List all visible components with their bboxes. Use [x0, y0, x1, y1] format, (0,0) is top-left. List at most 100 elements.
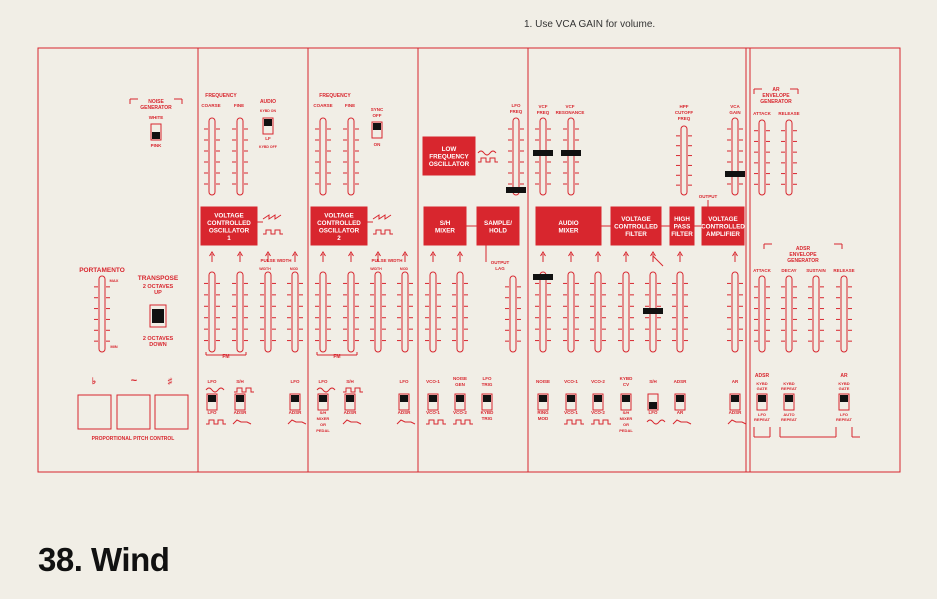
- mod-label-2: MOD: [400, 267, 409, 271]
- vco2-pw-lfo-label: LFO: [400, 379, 409, 384]
- lfo-block-text: OSCILLATOR: [429, 161, 470, 168]
- vcf-freq-slider-knob: [533, 150, 553, 156]
- vcf-switch-3-lever: [676, 395, 684, 402]
- audio-mixer-block-text: AUDIO: [558, 220, 578, 227]
- sh-kybd-trig-label: TRIG: [482, 416, 493, 421]
- vcf-shm-label: S/H: [623, 410, 630, 415]
- output-lag-slider: [509, 275, 517, 353]
- noise-generator-label: NOISE: [148, 99, 164, 105]
- vco1-sh-label: S/H: [236, 379, 244, 384]
- pulse-width-label: PULSE WIDTH: [261, 258, 292, 263]
- ppc-pad-left: [77, 394, 112, 430]
- lfo-freq-label: LFO: [512, 103, 521, 108]
- transpose-switch: [149, 304, 167, 328]
- vco2-fm-switch-1-lever: [319, 395, 327, 402]
- noise-color-switch-lever: [152, 132, 160, 139]
- vco1-fm-switch-1-lever: [208, 395, 216, 402]
- mixer-switch-2: [565, 393, 577, 411]
- hpf-block-text: FILTER: [671, 231, 693, 238]
- output-lag-label: OUTPUT: [491, 260, 510, 265]
- vco1-mod-slider-1: [236, 271, 244, 353]
- sh-noise-label: GEN: [455, 382, 465, 387]
- octaves-up-label: 2 OCTAVES: [143, 284, 174, 290]
- vco2-block: [310, 206, 368, 246]
- output-lag-label: LAG: [495, 266, 505, 271]
- sh-mixer-block: [423, 206, 467, 246]
- vcf-env-icon: [672, 419, 692, 425]
- sh-switch-2: [454, 393, 466, 411]
- lfo-freq-slider: [512, 117, 520, 196]
- octaves-up-label: UP: [154, 290, 162, 296]
- ring-mod-label: RING: [537, 410, 549, 415]
- vcf-switch-1-lever: [622, 395, 630, 402]
- vcf-block-text: CONTROLLED: [614, 224, 658, 231]
- tilde-symbol: ~: [131, 375, 138, 387]
- sample-hold-block-text: HOLD: [489, 227, 507, 234]
- adsr-trigger-switch: [756, 393, 768, 411]
- adsr-env-label: ADSR: [796, 246, 811, 252]
- vcf-adsr-label: ADSR: [674, 379, 688, 384]
- mixer-slider-2: [594, 271, 602, 353]
- mixer-arrow-3-head: [623, 251, 629, 257]
- vco1-env-icon: [232, 419, 252, 425]
- vcf-block-text: FILTER: [625, 231, 647, 238]
- sh-mixer-slider-0: [429, 271, 437, 353]
- pink-label: PINK: [151, 143, 163, 148]
- frequency-label-2: FREQUENCY: [319, 93, 351, 99]
- vco2-pw-switch-lever: [400, 395, 408, 402]
- vca-gain-label: GAIN: [729, 110, 740, 115]
- vco1-pw-adsr-label: ADSR: [289, 410, 303, 415]
- vco2-coarse-slider: [319, 117, 327, 196]
- adsr-sustain-label: SUSTAIN: [806, 268, 825, 273]
- vca-ar-label: AR: [732, 379, 739, 384]
- hpf-block-text: HIGH: [674, 216, 690, 223]
- mixer-sq-icon-1: [564, 419, 584, 425]
- vco1-pw-switch-lever: [291, 395, 299, 402]
- adsr-attack-label: ATTACK: [753, 268, 772, 273]
- sample-hold-block-text: SAMPLE/: [484, 220, 512, 227]
- ring-mod-label: MOD: [538, 416, 549, 421]
- vco1-audio-switch-lever: [264, 119, 272, 126]
- vcf-shm-label: OR: [623, 422, 629, 427]
- sh-arrow-1-head: [457, 251, 463, 257]
- ar-lfo-repeat-label: LFO: [840, 412, 848, 417]
- noise-ringmod-switch-lever: [539, 395, 547, 402]
- output-label: OUTPUT: [699, 194, 718, 199]
- vcf-lfo-label: LFO: [649, 410, 658, 415]
- vco1-block-text: OSCILLATOR: [209, 227, 250, 234]
- vco1-pw-switch: [289, 393, 301, 411]
- vcf-freq-label: VCF: [539, 104, 548, 109]
- vca-gain-slider-knob: [725, 171, 745, 177]
- sh-switch-3-lever: [483, 395, 491, 402]
- adsr-slider-0: [758, 275, 766, 353]
- fm-label-2: FM: [333, 354, 340, 360]
- vco1-block-text: VOLTAGE: [214, 212, 244, 219]
- vco1-arrow-0-head: [209, 251, 215, 257]
- mixer-slider-1: [567, 271, 575, 353]
- vcf-switch-3: [674, 393, 686, 411]
- vco2-block-text: VOLTAGE: [324, 212, 354, 219]
- vco2-fm-switch-1: [317, 393, 329, 411]
- min-label: MIN: [110, 344, 117, 349]
- vca-block-text: AMPLIFIER: [706, 231, 740, 238]
- noise-generator-label: GENERATOR: [140, 105, 172, 111]
- mod-label: MOD: [290, 267, 299, 271]
- noise-ringmod-switch: [537, 393, 549, 411]
- ppc-label: PROPORTIONAL PITCH CONTROL: [92, 436, 175, 442]
- sync-on-label: ON: [374, 142, 381, 147]
- vca-gain-slider: [731, 117, 739, 196]
- vco2-fm-switch-2-lever: [346, 395, 354, 402]
- vco2-saw-icon: [372, 214, 392, 220]
- vco1-arrow-2-head: [265, 251, 271, 257]
- auto-repeat-label: REPEAT: [781, 417, 797, 422]
- audio-mixer-block: [535, 206, 602, 246]
- adsr-trigger-label: ADSR: [755, 373, 770, 379]
- mixer-arrow-5-head: [677, 251, 683, 257]
- lfo-block-text: LOW: [442, 146, 457, 153]
- vco2-sync-switch-lever: [373, 123, 381, 130]
- vcf-switch-2-lever: [649, 402, 657, 409]
- ar-kybd-gate-label: KYBD: [838, 381, 849, 386]
- instruction-note: 1. Use VCA GAIN for volume.: [524, 19, 656, 30]
- octaves-down-label: 2 OCTAVES: [143, 336, 174, 342]
- sync-label: SYNC: [371, 107, 384, 112]
